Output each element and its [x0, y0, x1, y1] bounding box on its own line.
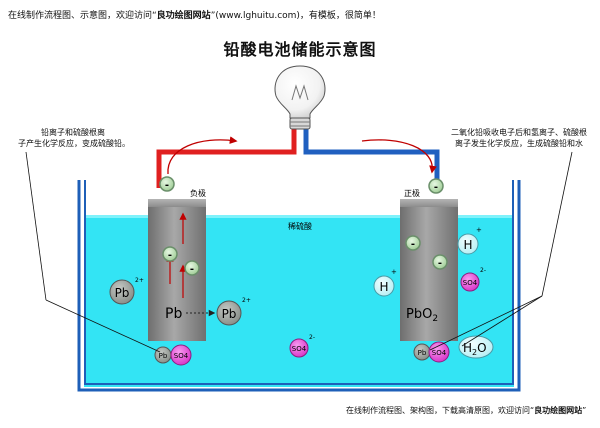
negative-electrode-label: 负极	[190, 188, 206, 198]
water-molecule: H2O	[458, 335, 494, 359]
positive-electrode-label: 正极	[404, 188, 420, 198]
svg-text:-: -	[190, 264, 194, 275]
callout-lines	[25, 151, 573, 353]
svg-text:-: -	[411, 239, 415, 250]
lead-sulfate-right: Pb SO4	[413, 341, 450, 363]
footer-suffix: ”	[582, 406, 587, 415]
left-annotation: 铅离子和硫酸根离 子产生化学反应，变成硫酸铅。	[18, 127, 130, 149]
hydrogen-ion-lower: H +	[373, 268, 397, 297]
left-annotation-line1: 铅离子和硫酸根离	[41, 128, 105, 137]
svg-text:SO4: SO4	[432, 349, 447, 357]
svg-text:Pb: Pb	[418, 349, 427, 357]
pbo2-main: PbO	[406, 307, 432, 322]
svg-text:SO4: SO4	[292, 345, 307, 353]
svg-text:+: +	[476, 226, 482, 234]
diagram-title: 铅酸电池储能示意图	[223, 40, 377, 59]
tank-inner-wall	[84, 180, 514, 385]
right-annotation-line2: 离子发生化学反应，生成硫酸铅和水	[455, 139, 583, 148]
header-prefix: 在线制作流程图、示意图，欢迎访问“	[8, 11, 157, 21]
footer-prefix: 在线制作流程图、架构图，下载高清原图，欢迎访问“	[346, 406, 535, 415]
header-site-name: 良功绘图网站	[156, 11, 211, 21]
hydrogen-ion-upper: H +	[457, 226, 482, 255]
svg-text:-: -	[434, 182, 438, 193]
footer-site-name: 良功绘图网站	[534, 406, 583, 415]
positive-electrode	[400, 199, 458, 341]
wire-negative	[156, 122, 297, 188]
svg-text:-: -	[438, 258, 442, 269]
svg-text:-: -	[165, 180, 169, 191]
footer-note: 在线制作流程图、架构图，下载高清原图，欢迎访问“良功绘图网站”	[346, 405, 586, 416]
left-annotation-line2: 子产生化学反应，变成硫酸铅。	[18, 139, 130, 148]
svg-text:-: -	[168, 250, 172, 261]
svg-text:SO4: SO4	[174, 352, 189, 360]
pbo2-subscript: 2	[432, 314, 438, 324]
svg-text:Pb: Pb	[222, 307, 237, 321]
tank-outer-wall	[77, 180, 521, 392]
electron-pos-2: -	[432, 254, 448, 270]
svg-text:H: H	[379, 280, 388, 294]
svg-text:2-: 2-	[309, 334, 315, 341]
electrolyte-label: 稀硫酸	[288, 221, 312, 231]
water-label: H2O	[463, 341, 487, 357]
svg-text:2+: 2+	[135, 277, 144, 284]
electron-wire-positive: -	[428, 178, 444, 194]
sulfate-ion-middle: SO4 2-	[289, 334, 315, 358]
pb-ion-released: Pb 2+	[216, 297, 251, 326]
svg-text:Pb: Pb	[159, 352, 168, 360]
header-suffix: ”(www.lghuitu.com)，有模板，很简单！	[210, 11, 381, 21]
electron-neg-2: -	[184, 260, 200, 276]
svg-text:SO4: SO4	[463, 279, 478, 287]
lead-sulfate-left: Pb SO4	[154, 344, 192, 366]
pbo2-electrode-label: PbO2	[406, 307, 438, 324]
light-bulb-icon	[274, 65, 326, 130]
flow-arrow-negative	[167, 136, 238, 175]
right-annotation: 二氧化铅吸收电子后和氢离子、硫酸根 离子发生化学反应，生成硫酸铅和水	[444, 127, 594, 149]
svg-text:2+: 2+	[242, 297, 251, 304]
wire-positive	[303, 122, 440, 188]
electrolyte-surface	[84, 215, 514, 218]
svg-text:H: H	[463, 238, 472, 252]
svg-text:2-: 2-	[480, 267, 486, 274]
svg-text:+: +	[391, 268, 397, 276]
electron-wire-negative: -	[159, 176, 175, 192]
flow-arrow-positive	[361, 139, 437, 174]
right-annotation-line1: 二氧化铅吸收电子后和氢离子、硫酸根	[451, 128, 587, 137]
pb-electrode-label: Pb	[165, 306, 182, 322]
header-note: 在线制作流程图、示意图，欢迎访问“良功绘图网站”(www.lghuitu.com…	[8, 8, 381, 21]
pb-ion-left: Pb 2+	[109, 277, 144, 305]
svg-text:Pb: Pb	[115, 286, 130, 300]
sulfate-ion-right: SO4 2-	[460, 267, 486, 292]
electron-pos-1: -	[405, 235, 421, 251]
electron-neg-1: -	[162, 246, 178, 262]
